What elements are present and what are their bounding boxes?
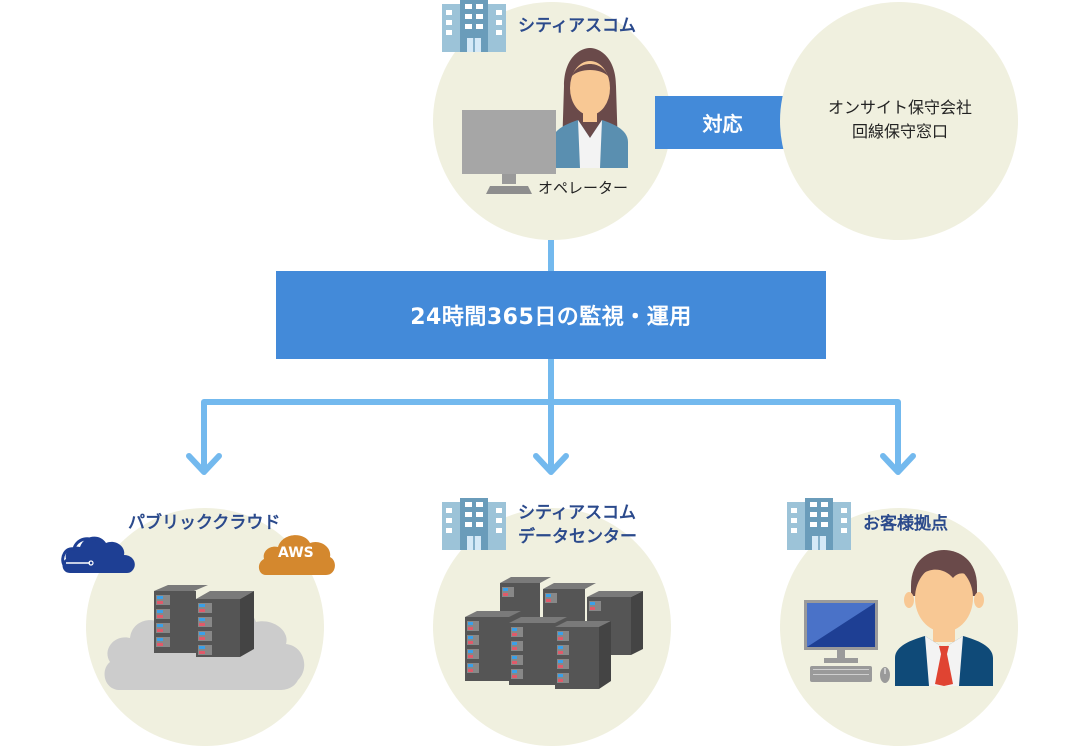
female-operator-icon: [552, 48, 628, 168]
public-cloud-heading: パブリッククラウド: [128, 513, 281, 533]
operator-role-label: オペレーター: [538, 179, 629, 197]
monitoring-operation-banner: 24時間365日の監視・運用: [276, 271, 826, 359]
male-customer-icon: [895, 550, 993, 686]
datacenter-heading-line-1: シティアスコム: [518, 503, 636, 523]
building-icon: [442, 498, 506, 550]
server-rack-icon: [154, 585, 254, 657]
response-arrow-label: 対応: [702, 112, 743, 136]
datacenter-heading-line-2: データセンター: [518, 527, 637, 547]
arrow-head-right: [880, 453, 916, 475]
azure-cloud-icon: [61, 536, 135, 573]
aws-cloud-icon: [258, 535, 335, 575]
aws-badge-label: AWS: [278, 545, 314, 561]
server-front-row: [465, 611, 611, 689]
building-icon: [442, 0, 506, 52]
maintenance-circle: [780, 2, 1018, 240]
operator-heading: シティアスコム: [518, 16, 636, 36]
arrow-head-left: [186, 453, 222, 475]
arrow-head-center: [533, 453, 569, 475]
maintenance-label: オンサイト保守会社 回線保守窓口: [800, 96, 1000, 144]
customer-site-heading: お客様拠点: [863, 514, 948, 534]
building-icon: [787, 498, 851, 550]
response-arrow: [655, 96, 813, 149]
monitor-icon: [462, 110, 556, 194]
maintenance-label-line-1: オンサイト保守会社: [827, 98, 972, 117]
maintenance-label-line-2: 回線保守窓口: [851, 122, 948, 141]
datacenter-servers-icon: [465, 577, 643, 689]
desktop-computer-icon: [804, 600, 890, 683]
